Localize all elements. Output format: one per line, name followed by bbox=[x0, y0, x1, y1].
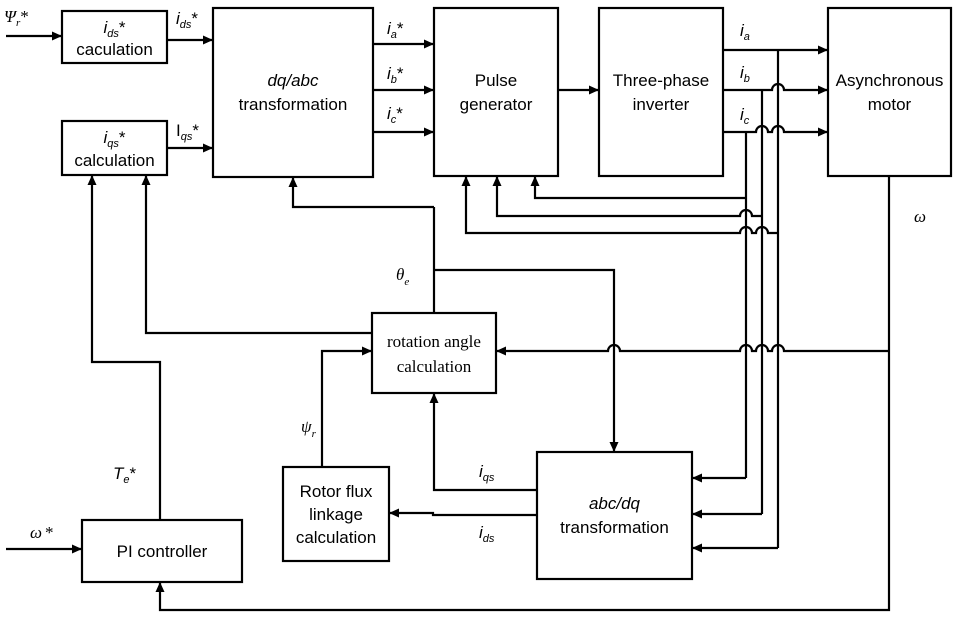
svg-text:dq/abc: dq/abc bbox=[267, 71, 319, 90]
svg-text:calculation: calculation bbox=[296, 528, 376, 547]
svg-text:Pulse: Pulse bbox=[475, 71, 518, 90]
ia-label: ia bbox=[740, 21, 750, 43]
abc-dq-transformation-block: abc/dq transformation bbox=[535, 450, 694, 581]
rotation-angle-calculation-block: rotation angle calculation bbox=[370, 311, 498, 395]
ib-feedback-to-pulse bbox=[492, 176, 762, 218]
connections bbox=[6, 31, 891, 612]
pi-controller-block: PI controller bbox=[80, 518, 244, 584]
ids-label: ids bbox=[479, 523, 495, 545]
ic-label: ic bbox=[740, 105, 750, 127]
ids-to-rotor-flux-arrow bbox=[389, 508, 537, 518]
ia-feedback-to-pulse bbox=[461, 176, 778, 235]
svg-text:rotation angle: rotation angle bbox=[387, 332, 481, 351]
ic-feedback-to-pulse bbox=[530, 176, 746, 200]
svg-text:linkage: linkage bbox=[309, 505, 363, 524]
svg-text:generator: generator bbox=[460, 95, 533, 114]
svg-text:ids*: ids* bbox=[103, 18, 125, 40]
pulse-generator-block: Pulse generator bbox=[432, 6, 560, 178]
ids-calculation-block: ids* caculation bbox=[60, 9, 169, 65]
psi-r-to-rotation-arrow bbox=[320, 346, 372, 467]
svg-text:PI controller: PI controller bbox=[117, 542, 208, 561]
ids-star-label: ids* bbox=[176, 9, 198, 31]
svg-text:transformation: transformation bbox=[560, 518, 669, 537]
te-star-to-iqs-arrow bbox=[87, 175, 162, 520]
iqs-to-rotation-arrow bbox=[429, 393, 537, 492]
svg-text:inverter: inverter bbox=[633, 95, 690, 114]
svg-text:Rotor flux: Rotor flux bbox=[300, 482, 373, 501]
omega-star-label: ω* bbox=[30, 523, 54, 542]
ib-label: ib bbox=[740, 63, 750, 85]
asynchronous-motor-block: Asynchronous motor bbox=[826, 6, 953, 178]
omega-label: ω bbox=[914, 207, 926, 226]
theta-e-to-dqabc-arrow bbox=[288, 177, 434, 209]
svg-text:calculation: calculation bbox=[74, 151, 154, 170]
psi-r-label: ψr bbox=[301, 417, 317, 440]
dq-abc-transformation-block: dq/abc transformation bbox=[211, 6, 375, 179]
ib-star-label: ib* bbox=[387, 64, 404, 86]
iqs-star-label: Iqs* bbox=[176, 121, 199, 143]
rotor-flux-linkage-calculation-block: Rotor flux linkage calculation bbox=[281, 465, 391, 563]
ia-star-label: ia* bbox=[387, 19, 404, 41]
svg-text:Asynchronous: Asynchronous bbox=[836, 71, 944, 90]
ic-to-motor-arrow bbox=[723, 124, 828, 137]
svg-text:abc/dq: abc/dq bbox=[589, 494, 641, 513]
svg-text:motor: motor bbox=[868, 95, 912, 114]
omega-feedback-to-pi bbox=[155, 176, 891, 612]
svg-text:iqs*: iqs* bbox=[103, 128, 125, 150]
psi-r-star-label: Ψr* bbox=[4, 7, 29, 29]
psi-r-to-iqs-arrow bbox=[141, 175, 371, 335]
svg-text:transformation: transformation bbox=[239, 95, 348, 114]
iqs-label: iqs bbox=[479, 462, 495, 484]
ib-to-motor-arrow bbox=[723, 82, 828, 95]
signal-labels: Ψr* ids* Iqs* ia* ib* ic* ia ib ic ω θe … bbox=[4, 7, 926, 545]
omega-to-rotation-arrow bbox=[496, 343, 889, 356]
iqs-calculation-block: iqs* calculation bbox=[60, 119, 169, 177]
svg-text:calculation: calculation bbox=[397, 357, 472, 376]
te-star-label: Te* bbox=[113, 464, 137, 486]
theta-e-to-abcdq-arrow bbox=[434, 268, 619, 452]
three-phase-inverter-block: Three-phase inverter bbox=[597, 6, 725, 178]
ic-star-label: ic* bbox=[387, 104, 403, 126]
svg-text:caculation: caculation bbox=[76, 40, 153, 59]
theta-e-label: θe bbox=[396, 265, 409, 288]
svg-text:Three-phase: Three-phase bbox=[613, 71, 709, 90]
